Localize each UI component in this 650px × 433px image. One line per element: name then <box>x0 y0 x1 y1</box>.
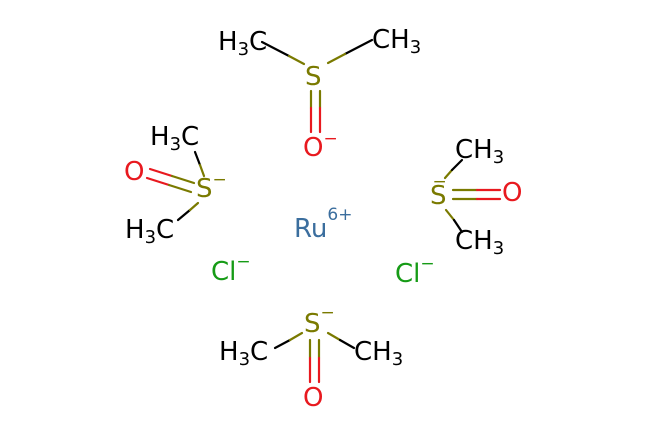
bottom-methyl-right-label: CH3 <box>354 337 403 370</box>
right-oxygen-label: O <box>502 178 522 208</box>
left-oxygen-label: O <box>124 157 144 187</box>
bottom-methyl-left-label: H3C <box>219 337 268 370</box>
bottom-sulfur-label: S− <box>304 303 335 339</box>
bond-left-so-b <box>145 176 171 187</box>
bond-bottom-left-methyl-s <box>288 331 304 342</box>
bond-left-so-b2 <box>167 183 193 194</box>
bond-bottom-left-methyl <box>273 338 292 350</box>
bond-bottom-right-methyl-c <box>338 338 356 350</box>
left-sulfur-label: S− <box>196 170 227 204</box>
bond-top-right-methyl <box>343 38 374 56</box>
bond-right-bottom-methyl-c <box>452 218 464 234</box>
bond-right-top-methyl <box>443 168 454 180</box>
right-methyl-bottom-label: CH3 <box>455 226 504 259</box>
bond-left-top-methyl <box>193 150 202 167</box>
atom-labels: H3C CH3 S O− H3C O S− H3C CH3 S− O CH3 <box>124 25 522 413</box>
right-methyl-top-label: CH3 <box>455 135 504 168</box>
bond-left-bottom-methyl-s <box>188 201 200 212</box>
top-methyl-left-label: H3C <box>218 27 267 60</box>
bond-left-so-a2 <box>170 174 196 185</box>
bond-left-so-a <box>148 167 174 178</box>
top-sulfur-label: S <box>305 62 322 92</box>
bond-top-left-methyl-s <box>287 54 306 66</box>
bond-right-top-methyl-c <box>450 158 464 172</box>
bond-top-right-methyl-s <box>326 52 347 65</box>
top-methyl-right-label: CH3 <box>372 25 421 58</box>
chloride-right-label: Cl− <box>395 254 435 289</box>
bond-left-top-methyl-s <box>198 163 206 178</box>
left-methyl-top-label: H3C <box>150 122 199 155</box>
bond-bottom-right-methyl <box>326 331 342 342</box>
bond-top-left-methyl <box>260 40 291 58</box>
left-methyl-bottom-label: H3C <box>125 215 174 248</box>
bottom-oxygen-label: O <box>303 383 323 413</box>
bond-left-bottom-methyl <box>176 208 192 222</box>
bonds <box>145 38 502 384</box>
right-sulfur-label: S− <box>430 172 447 211</box>
chloride-left-label: Cl− <box>211 252 251 287</box>
bond-right-bottom-methyl <box>444 208 456 222</box>
top-oxygen-label: O− <box>303 129 338 163</box>
ruthenium-label: Ru6+ <box>294 205 352 244</box>
